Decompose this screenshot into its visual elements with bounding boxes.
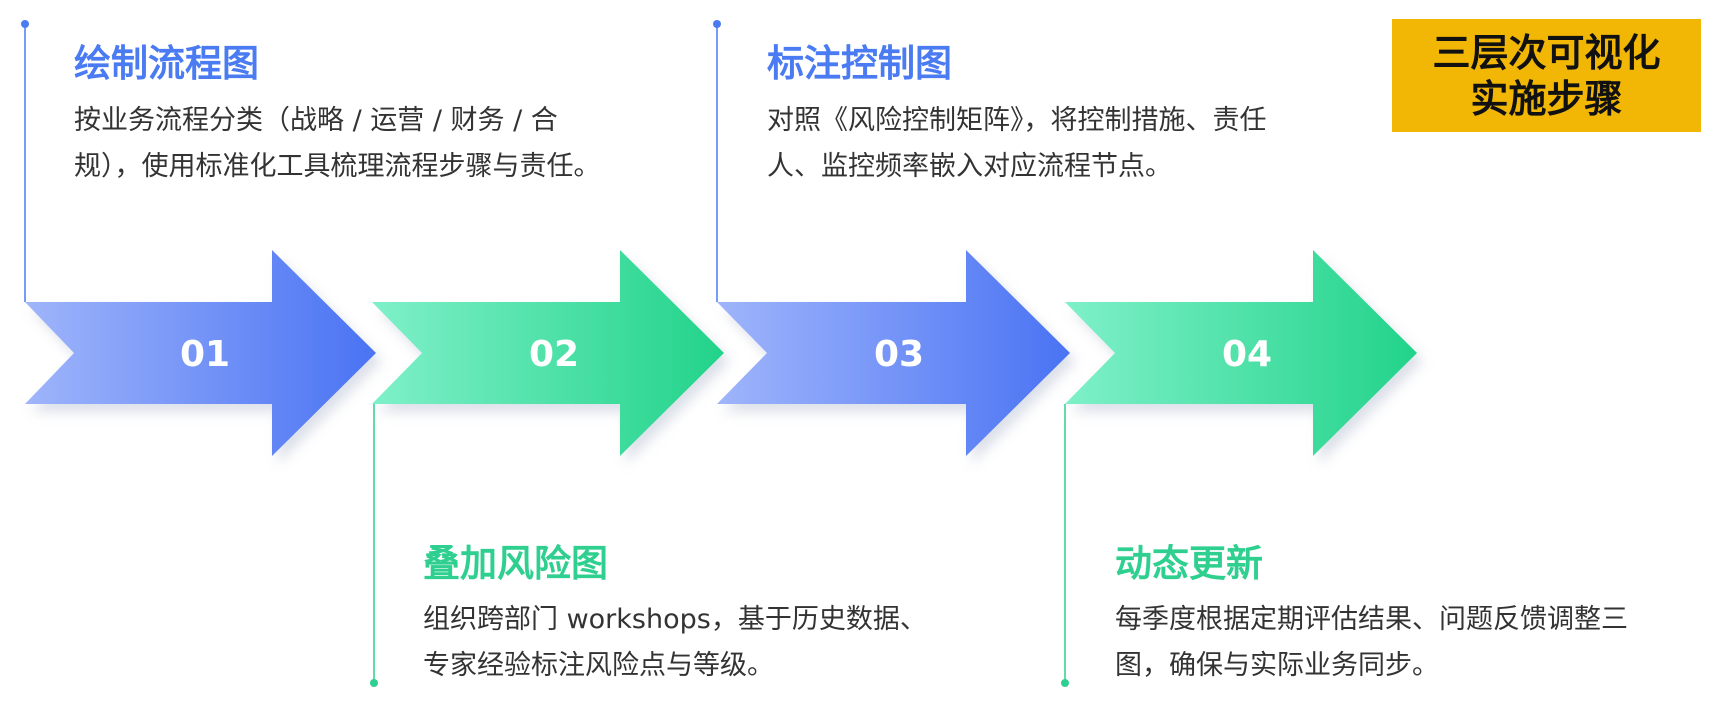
step-title-2: 叠加风险图 (423, 542, 608, 585)
badge-line-1: 三层次可视化 (1432, 30, 1661, 75)
step-description-4: 每季度根据定期评估结果、问题反馈调整三 图，确保与实际业务同步。 (1115, 597, 1628, 689)
step-title-4: 动态更新 (1115, 542, 1263, 585)
step-description-1-line-2: 规），使用标准化工具梳理流程步骤与责任。 (74, 151, 601, 182)
step-description-4-line-2: 图，确保与实际业务同步。 (1115, 650, 1439, 681)
step-description-2-line-1: 组织跨部门 workshops，基于历史数据、 (423, 604, 927, 635)
connector-2 (370, 404, 378, 687)
step-arrow-2 (372, 250, 724, 456)
title-badge: 三层次可视化 实施步骤 (1392, 19, 1701, 132)
badge-line-2: 实施步骤 (1470, 76, 1623, 121)
step-number-2: 02 (529, 334, 579, 375)
step-description-3: 对照《风险控制矩阵》，将控制措施、责任 人、监控频率嵌入对应流程节点。 (767, 98, 1267, 190)
step-number-4: 04 (1222, 334, 1272, 375)
step-description-2-line-2: 专家经验标注风险点与等级。 (423, 650, 774, 681)
connector-1 (21, 20, 29, 302)
step-arrow-1 (25, 250, 376, 456)
step-description-2: 组织跨部门 workshops，基于历史数据、 专家经验标注风险点与等级。 (423, 597, 927, 689)
step-description-3-line-1: 对照《风险控制矩阵》，将控制措施、责任 (767, 105, 1267, 136)
step-arrow-4 (1065, 250, 1417, 456)
step-arrow-3 (717, 250, 1070, 456)
step-description-4-line-1: 每季度根据定期评估结果、问题反馈调整三 (1115, 604, 1628, 635)
step-number-3: 03 (874, 334, 924, 375)
step-title-3: 标注控制图 (767, 42, 952, 85)
connector-4 (1061, 404, 1069, 687)
step-description-3-line-2: 人、监控频率嵌入对应流程节点。 (767, 151, 1172, 182)
step-number-1: 01 (180, 334, 230, 375)
step-description-1-line-1: 按业务流程分类（战略 / 运营 / 财务 / 合 (74, 105, 558, 136)
step-description-1: 按业务流程分类（战略 / 运营 / 财务 / 合 规），使用标准化工具梳理流程步… (74, 98, 601, 190)
step-title-1: 绘制流程图 (74, 42, 259, 85)
connector-3 (713, 20, 721, 302)
